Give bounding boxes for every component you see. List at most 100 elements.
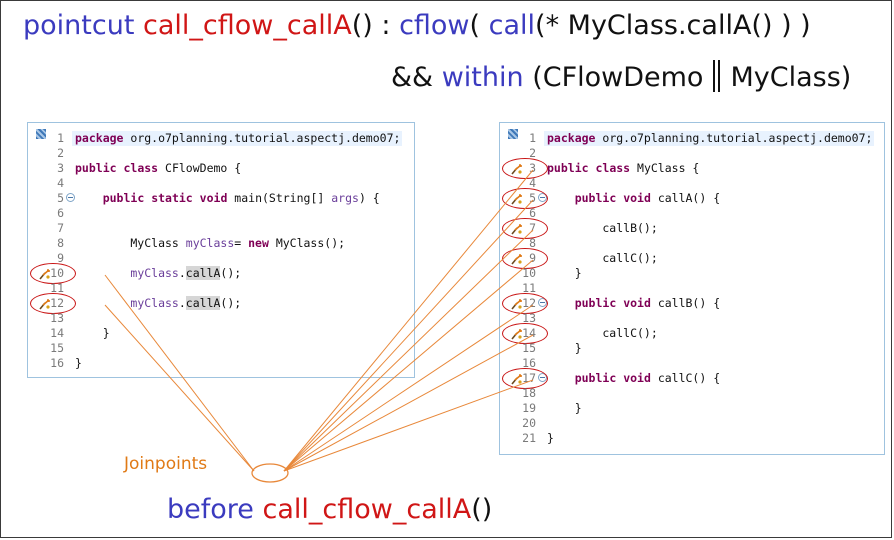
- joinpoint-highlight-ellipse: [502, 293, 548, 314]
- line-number: 21: [522, 431, 536, 445]
- code-line: 15 }: [500, 341, 884, 356]
- code-line: 11: [500, 281, 884, 296]
- within-keyword: within: [441, 62, 524, 93]
- code-line: 4: [28, 176, 414, 191]
- code-line: 15: [28, 341, 414, 356]
- line-number: 6: [529, 206, 536, 220]
- within-second-type: MyClass): [730, 62, 852, 93]
- line-number: 8: [57, 236, 64, 250]
- line-number: 15: [50, 341, 64, 355]
- joinpoint-highlight-ellipse: [30, 263, 76, 284]
- pointcut-separator: () :: [351, 10, 400, 41]
- code-line: 21}: [500, 431, 884, 446]
- code-line: 16: [500, 356, 884, 371]
- code-line: 6: [500, 206, 884, 221]
- joinpoint-connector-line: [283, 199, 534, 472]
- joinpoint-connector-line: [283, 304, 534, 472]
- line-number: 11: [522, 281, 536, 295]
- code-text: public class CFlowDemo {: [75, 161, 242, 175]
- code-text: }: [547, 401, 582, 415]
- code-line: 4: [500, 176, 884, 191]
- code-line: 9 callC();: [500, 248, 884, 269]
- code-line: 1 package org.o7planning.tutorial.aspectj…: [500, 131, 884, 146]
- code-text: }: [547, 431, 554, 445]
- code-line: 20: [500, 416, 884, 431]
- code-text: MyClass myClass= new MyClass();: [75, 236, 346, 250]
- myclass-code-panel: 1 package org.o7planning.tutorial.aspectj…: [499, 122, 885, 455]
- pointcut-keyword: pointcut: [23, 10, 135, 41]
- code-line: 12 public void callB() {: [500, 293, 884, 314]
- code-text: callC();: [547, 326, 658, 340]
- line-number: 16: [50, 356, 64, 370]
- code-text: }: [75, 326, 110, 340]
- code-text: public static void main(String[] args) {: [102, 191, 380, 205]
- code-line: 5 public void callA() {: [500, 188, 884, 209]
- joinpoint-connector-line: [283, 169, 534, 472]
- within-first-type: (CFlowDemo: [532, 62, 704, 93]
- call-signature: (* MyClass.callA() ) ): [535, 10, 811, 41]
- line-number: 5: [57, 191, 64, 205]
- code-line: 2: [500, 146, 884, 161]
- code-line: 11: [28, 281, 414, 296]
- code-line: 13: [28, 311, 414, 326]
- code-text: }: [75, 356, 82, 370]
- joinpoint-highlight-ellipse: [502, 248, 548, 269]
- code-text: package org.o7planning.tutorial.aspectj.…: [547, 131, 873, 145]
- line-number: 14: [50, 326, 64, 340]
- code-text: package org.o7planning.tutorial.aspectj.…: [75, 131, 401, 145]
- line-number: 4: [529, 176, 536, 190]
- code-line: 9: [28, 251, 414, 266]
- line-number: 6: [57, 206, 64, 220]
- overview-ruler-icon: [36, 129, 46, 139]
- code-text: }: [547, 266, 582, 280]
- overview-ruler-icon: [508, 129, 518, 139]
- code-line: 10 myClass.callA();: [28, 263, 414, 284]
- code-line: 6: [28, 206, 414, 221]
- line-number: 2: [57, 146, 64, 160]
- cflow-open-paren: (: [469, 10, 489, 41]
- line-number: 1: [529, 131, 536, 145]
- line-number: 1: [57, 131, 64, 145]
- line-number: 11: [50, 281, 64, 295]
- line-number: 20: [522, 416, 536, 430]
- joinpoint-connector-line: [283, 229, 534, 472]
- joinpoint-connector-line: [104, 304, 255, 472]
- code-line: 16}: [28, 356, 414, 371]
- cflowdemo-code-panel: 1 package org.o7planning.tutorial.aspectj…: [27, 122, 415, 378]
- line-number: 10: [522, 266, 536, 280]
- code-line: 18: [500, 386, 884, 401]
- code-line: 19 }: [500, 401, 884, 416]
- code-line: 1 package org.o7planning.tutorial.aspectj…: [28, 131, 414, 146]
- before-keyword: before: [167, 494, 254, 525]
- line-number: 13: [50, 311, 64, 325]
- advice-parens: (): [471, 494, 493, 525]
- and-operator: &&: [391, 62, 434, 93]
- code-line: 7: [28, 221, 414, 236]
- line-number: 16: [522, 356, 536, 370]
- code-line: 14 callC();: [500, 323, 884, 344]
- code-text: public class MyClass {: [547, 161, 700, 175]
- code-text: callB();: [547, 221, 658, 235]
- joinpoint-highlight-ellipse: [502, 218, 548, 239]
- code-text: callC();: [547, 251, 658, 265]
- or-operator-bars: [713, 60, 721, 92]
- code-line: 13: [500, 311, 884, 326]
- line-number: 13: [522, 311, 536, 325]
- joinpoint-highlight-ellipse: [30, 293, 76, 314]
- cflow-keyword: cflow: [399, 10, 470, 41]
- line-number: 18: [522, 386, 536, 400]
- code-line: 2: [28, 146, 414, 161]
- pointcut-heading: pointcut call_cflow_callA() : cflow( cal…: [23, 12, 811, 39]
- code-line: 14 }: [28, 326, 414, 341]
- code-line: 5 public static void main(String[] args)…: [28, 191, 414, 206]
- line-number: 8: [529, 236, 536, 250]
- fold-collapse-icon[interactable]: [66, 193, 75, 202]
- code-line: 12 myClass.callA();: [28, 293, 414, 314]
- code-text: myClass.callA();: [130, 266, 242, 280]
- line-number: 7: [57, 221, 64, 235]
- advice-heading: before call_cflow_callA(): [167, 496, 492, 523]
